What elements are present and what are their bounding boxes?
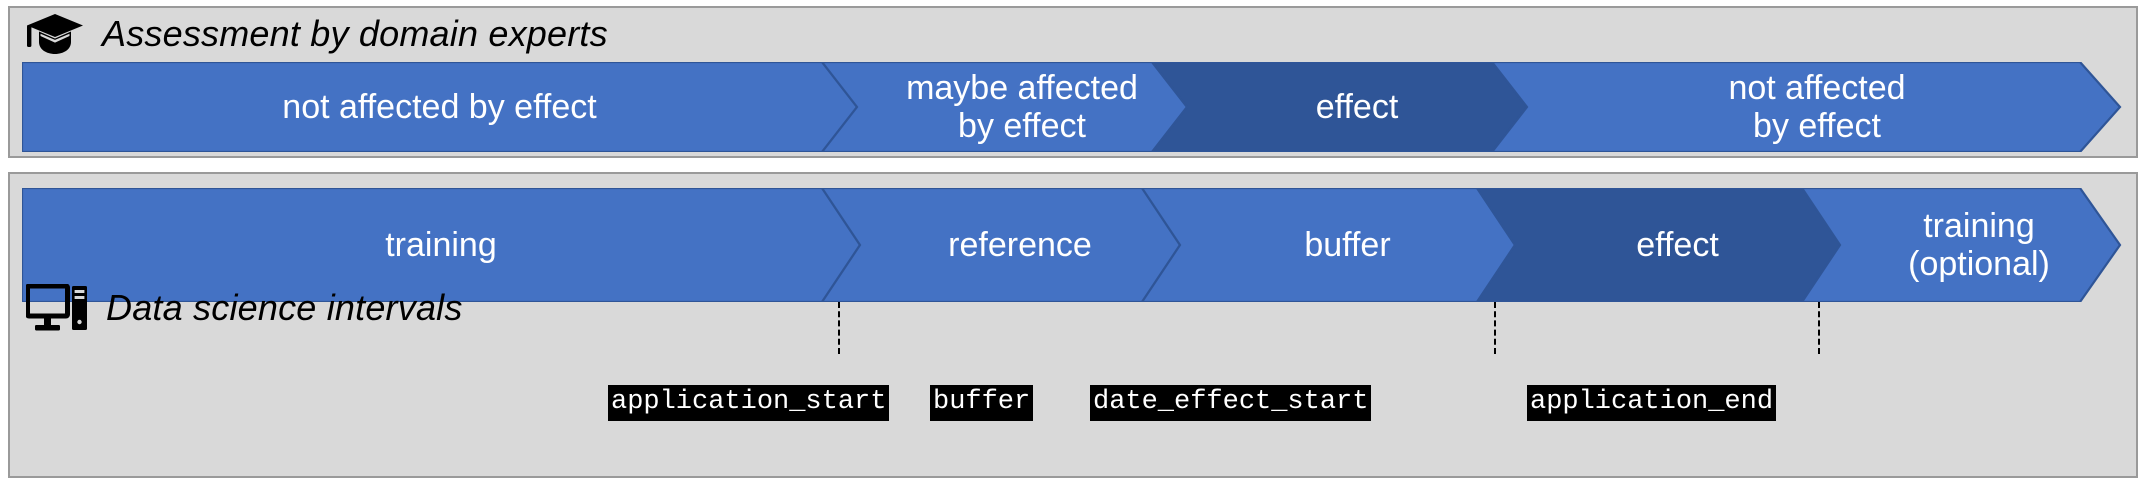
chevron-segment-bottom-3 [1475,188,1842,302]
code-chip-buffer: buffer [930,385,1034,421]
chevron-segment-top-0 [22,62,859,152]
data-science-title-row: Data science intervals [26,282,463,334]
data-science-title: Data science intervals [106,287,463,328]
chevron-segment-top-2 [1150,62,1529,152]
marker-tick-application-start [838,302,840,354]
chevron-segment-bottom-4 [1800,188,2122,302]
chevron-segment-bottom-1 [820,188,1182,302]
assessment-chevron-band [22,62,2124,152]
code-chip-date-effect-start: date_effect_start [1090,385,1372,421]
code-chip-application-end: application_end [1527,385,1777,421]
chevron-segment-top-3 [1490,62,2122,152]
graduation-cap-icon [26,12,84,56]
data-science-chevron-band [22,188,2124,302]
marker-tick-date-effect-start [1494,302,1496,354]
chevron-segment-bottom-2 [1140,188,1517,302]
assessment-title: Assessment by domain experts [102,13,608,54]
desktop-computer-icon [26,284,88,332]
assessment-title-row: Assessment by domain experts [26,8,608,60]
code-chip-application-start: application_start [608,385,890,421]
marker-tick-application-end [1818,302,1820,354]
chevron-segment-top-1 [820,62,1189,152]
